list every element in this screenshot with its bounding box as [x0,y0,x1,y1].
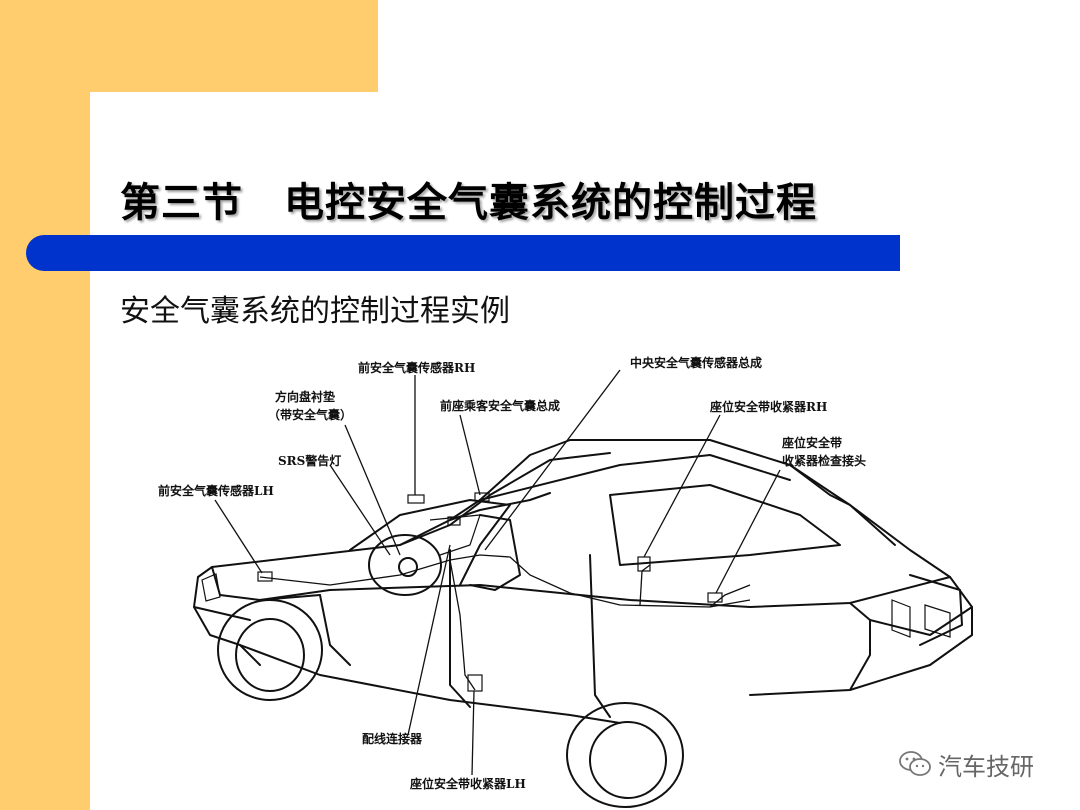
front-wheel [217,599,323,701]
car-illustration [193,439,973,808]
steering-wheel [368,534,442,596]
front-sensor-rh-box [407,494,425,504]
label-seatbelt-check-1: 座位安全带 [781,435,842,450]
retractor-check-box [707,592,723,603]
airbag-system-diagram: 前安全气囊传感器RH 中央安全气囊传感器总成 方向盘衬垫 （带安全气囊） 前座乘… [158,355,973,808]
leader-lines [214,369,781,776]
label-srs-lamp: SRS警告灯 [278,453,341,468]
label-passenger-airbag: 前座乘客安全气囊总成 [440,398,560,413]
watermark: 汽车技研 [898,744,1048,784]
title-underline-bar [26,235,900,271]
retractor-lh-box [467,674,483,692]
rear-wheel [566,702,684,808]
wechat-icon [899,751,931,776]
diagram-labels: 前安全气囊传感器RH 中央安全气囊传感器总成 方向盘衬垫 （带安全气囊） 前座乘… [158,355,866,791]
watermark-text: 汽车技研 [938,752,1034,781]
content-panel [90,92,1080,810]
label-wiring-connector: 配线连接器 [362,731,423,746]
passenger-airbag-box [474,492,490,502]
label-steering-pad-2: （带安全气囊） [268,407,352,422]
label-seatbelt-check-2: 收紧器检查接头 [782,453,866,468]
label-front-sensor-rh: 前安全气囊传感器RH [358,360,475,375]
label-seatbelt-retractor-lh: 座位安全带收紧器LH [409,776,526,791]
label-front-sensor-lh: 前安全气囊传感器LH [158,483,274,498]
slide-title: 第三节 电控安全气囊系统的控制过程 [120,179,817,226]
slide-subtitle: 安全气囊系统的控制过程实例 [120,294,510,329]
label-steering-pad-1: 方向盘衬垫 [275,389,335,404]
label-central-sensor: 中央安全气囊传感器总成 [630,355,762,370]
front-sensor-lh-box [257,571,273,582]
background-accent-left [0,0,90,810]
label-seatbelt-retractor-rh: 座位安全带收紧器RH [709,399,827,414]
